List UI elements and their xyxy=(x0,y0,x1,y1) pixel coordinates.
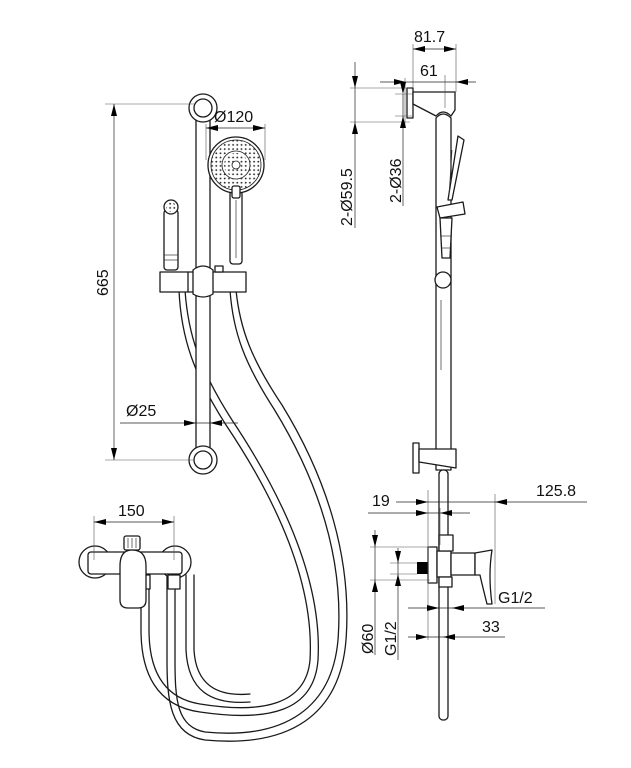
bidet-spray xyxy=(163,199,179,271)
label-bracket-tube: 2-Ø36 xyxy=(388,158,405,203)
side-view: 81.7 61 2-Ø59.5 2-Ø36 xyxy=(339,29,587,721)
dimension-19: 19 xyxy=(368,493,470,545)
front-view: 665 Ø120 Ø25 150 xyxy=(78,93,348,742)
label-hand-shower-diameter: Ø120 xyxy=(214,109,253,126)
dimension-rail-tube: Ø25 xyxy=(120,403,238,426)
label-wall-offset: 19 xyxy=(372,493,390,510)
dimension-inlet-thread: G1/2 xyxy=(383,548,417,660)
wall-mixer xyxy=(78,535,192,609)
rail-holder xyxy=(159,265,247,298)
slide-rail xyxy=(188,93,218,475)
label-outlet-offset: 33 xyxy=(482,619,500,636)
dimension-81-7: 81.7 xyxy=(412,29,457,92)
dimension-33: 33 xyxy=(408,619,505,640)
dimension-hand-shower-diameter: Ø120 xyxy=(205,109,266,160)
label-escutcheon: Ø60 xyxy=(360,624,377,654)
label-rail-length: 665 xyxy=(95,269,112,296)
side-hand-shower xyxy=(434,135,466,289)
label-mixer-centers: 150 xyxy=(118,503,145,520)
label-rail-tube-diameter: Ø25 xyxy=(126,403,156,420)
shower-hose xyxy=(140,289,348,742)
side-mixer xyxy=(417,534,493,605)
dimension-escutcheon: Ø60 xyxy=(360,530,430,655)
side-rail xyxy=(435,113,452,721)
label-mixer-projection: 125.8 xyxy=(536,483,576,500)
label-outlet-thread: G1/2 xyxy=(498,590,533,607)
dimension-665: 665 xyxy=(95,103,195,461)
bottom-bracket xyxy=(412,442,457,474)
dimension-150: 150 xyxy=(93,503,175,560)
label-bracket-flange: 2-Ø59.5 xyxy=(339,168,356,226)
label-rail-offset: 61 xyxy=(420,63,438,80)
dimension-bracket-tube: 2-Ø36 xyxy=(388,82,412,206)
label-bracket-depth: 81.7 xyxy=(414,29,445,46)
dimension-outlet-thread: G1/2 xyxy=(408,590,545,611)
dimension-flange: 2-Ø59.5 xyxy=(339,62,410,228)
top-bracket xyxy=(406,87,456,119)
dimension-125-8: 125.8 xyxy=(396,483,587,640)
label-inlet-thread: G1/2 xyxy=(383,621,400,656)
hand-shower xyxy=(207,136,265,265)
